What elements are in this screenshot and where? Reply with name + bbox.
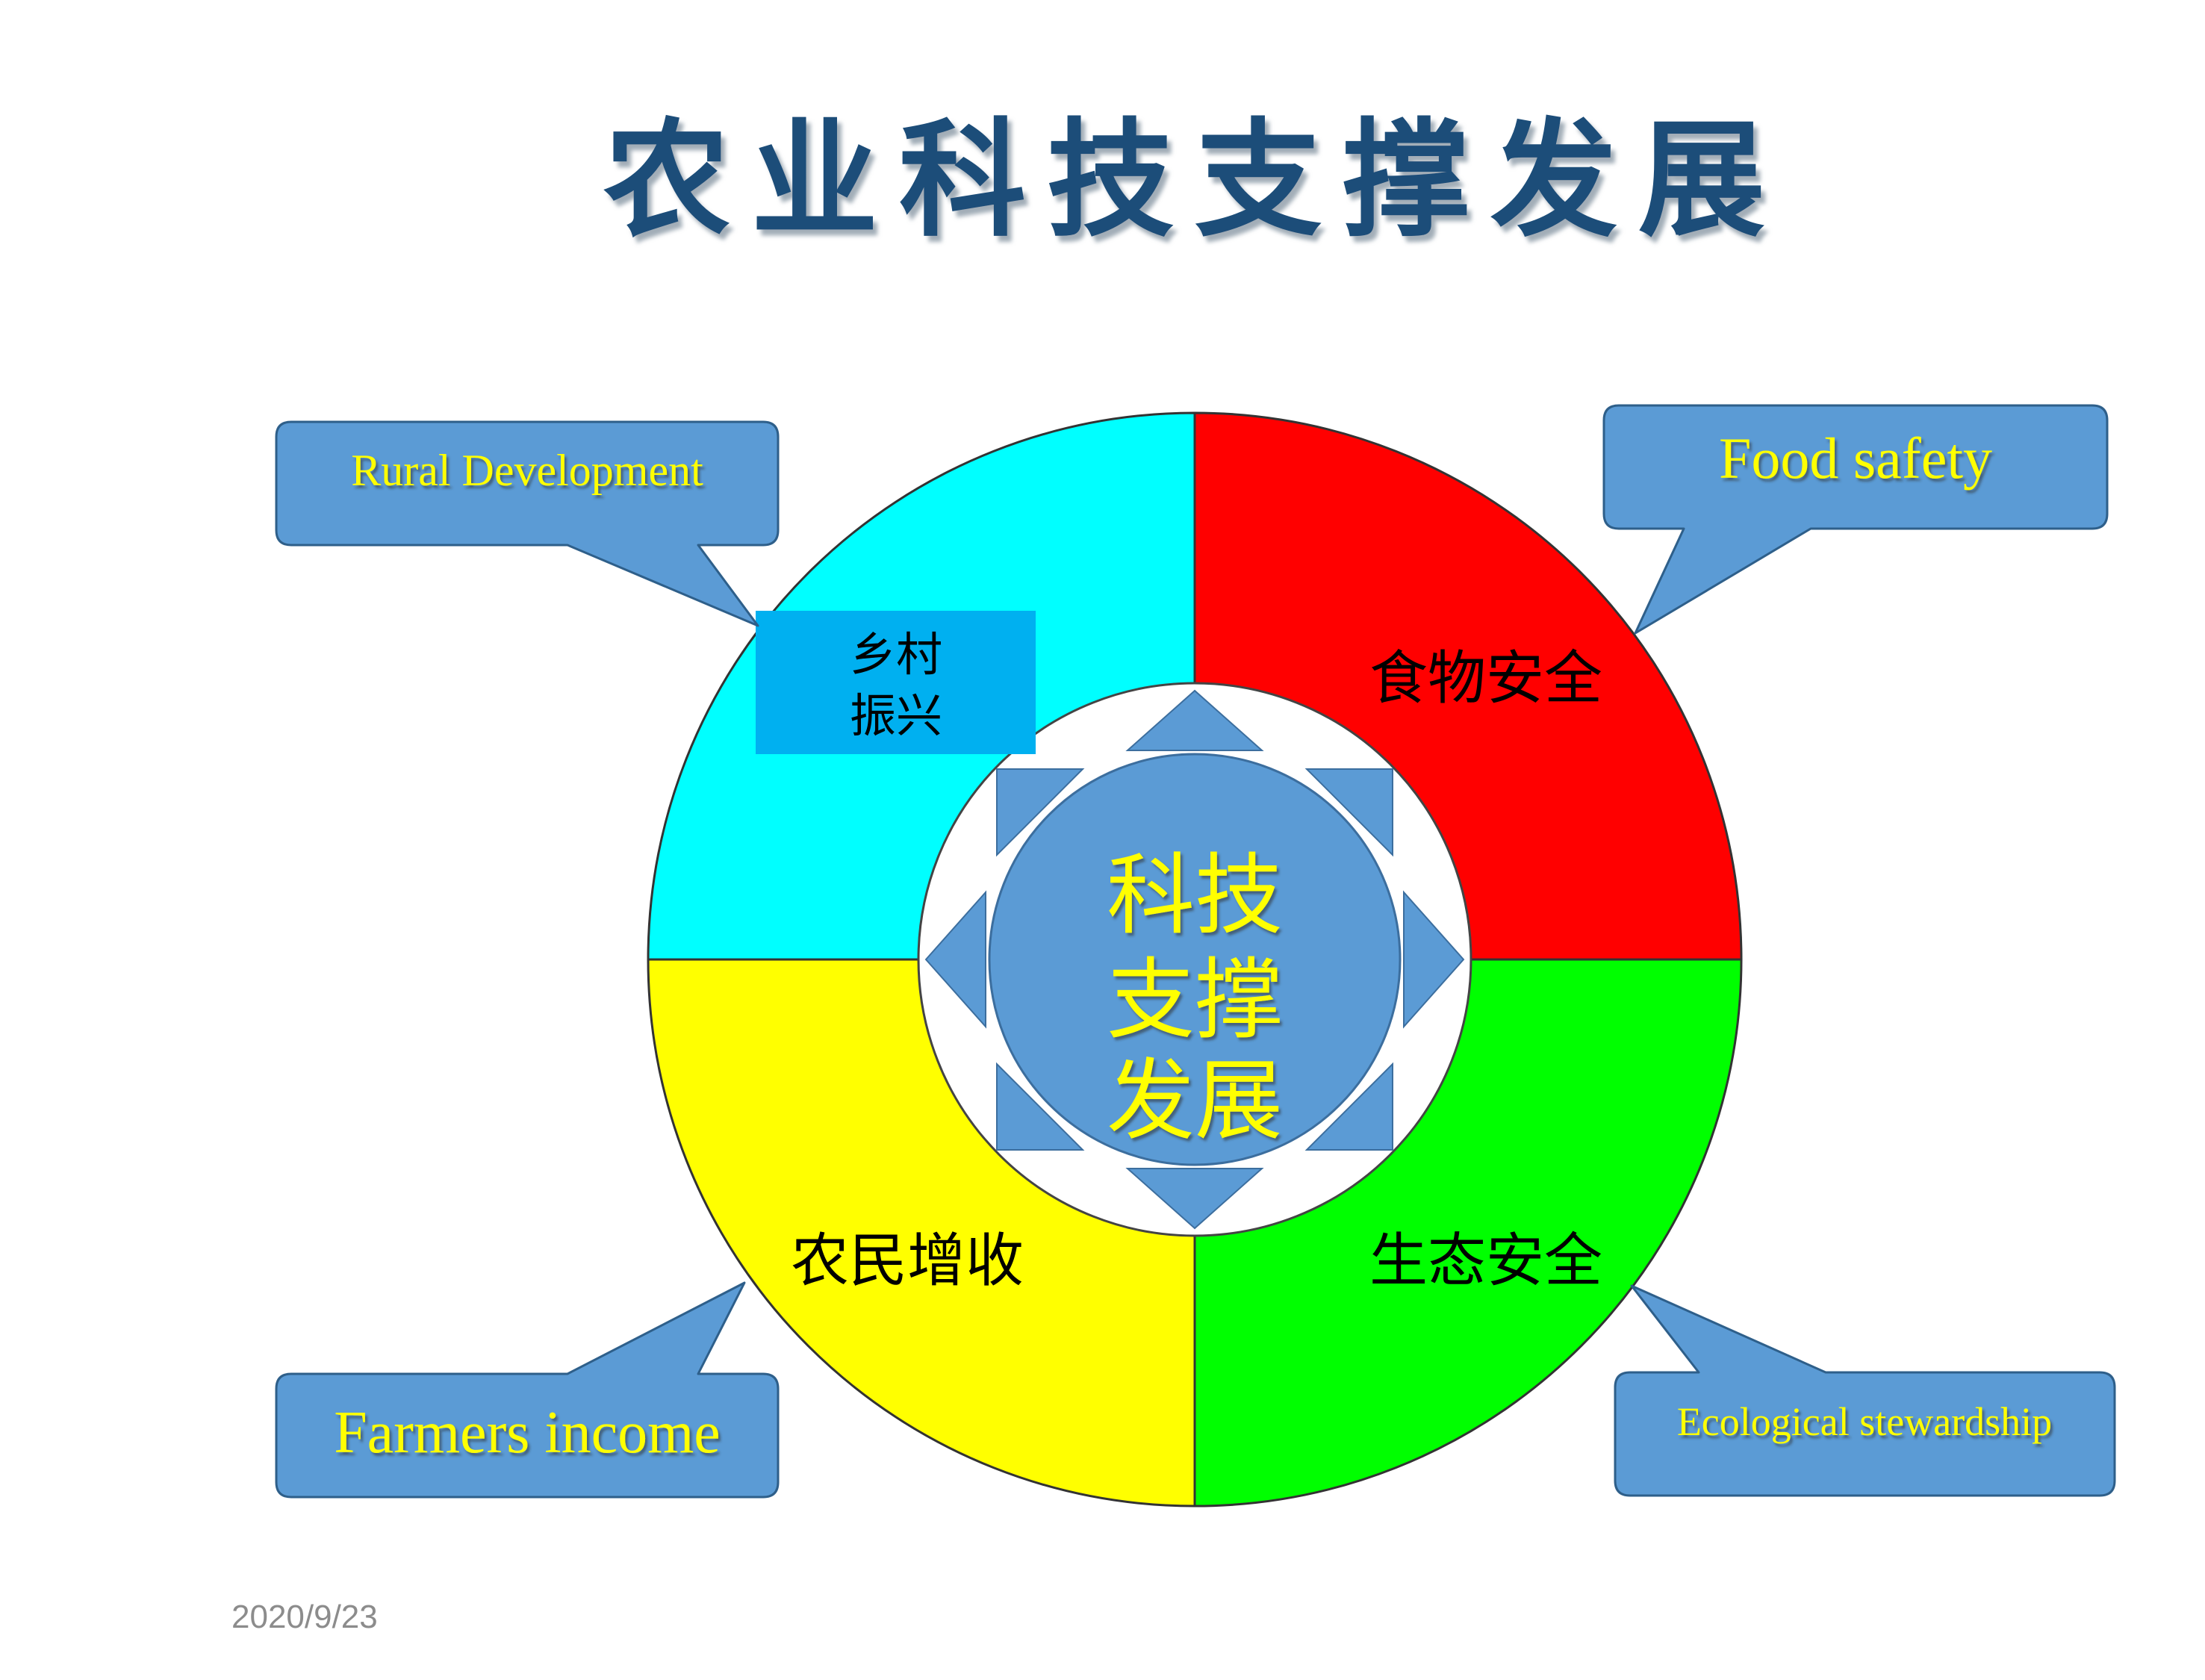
callout-food-safety — [1602, 404, 2109, 635]
callout-ecological-stewardship — [1614, 1284, 2116, 1497]
rural-label-line2: 振兴 — [850, 688, 942, 743]
slide-date: 2020/9/23 — [231, 1599, 378, 1635]
center-label-line1: 科技 — [1107, 844, 1283, 947]
rural-label-line1: 乡村 — [850, 627, 942, 682]
callout-rural-development — [275, 420, 780, 627]
compass-arrow-icon — [996, 768, 1085, 857]
callout-farmers-income-text: Farmers income — [334, 1400, 721, 1466]
callout-farmers-income — [275, 1281, 780, 1499]
food-security-label: 食物安全 — [1369, 645, 1602, 712]
callout-food-safety-text: Food safety — [1719, 426, 1992, 491]
callout-rural-development-text: Rural Development — [351, 446, 703, 495]
farmers-income-label: 农民增收 — [791, 1228, 1024, 1295]
compass-arrows — [924, 689, 1465, 1230]
rural-label-box — [756, 611, 1036, 754]
compass-arrow-icon — [1403, 890, 1465, 1029]
slide-title: 农业科技支撑发展 — [603, 105, 1786, 255]
compass-arrow-icon — [1304, 1062, 1393, 1151]
compass-arrow-icon — [924, 890, 986, 1029]
compass-arrow-icon — [1304, 768, 1393, 857]
compass-arrow-icon — [996, 1062, 1085, 1151]
center-circle — [988, 753, 1402, 1166]
center-label-line3: 发展 — [1107, 1049, 1283, 1152]
compass-arrow-icon — [1125, 1168, 1264, 1230]
compass-arrow-icon — [1125, 689, 1264, 751]
callouts — [275, 404, 2116, 1499]
center-label-line2: 支撑 — [1107, 948, 1283, 1051]
ecological-security-label: 生态安全 — [1369, 1228, 1602, 1295]
callout-ecological-stewardship-text: Ecological stewardship — [1677, 1399, 2052, 1444]
